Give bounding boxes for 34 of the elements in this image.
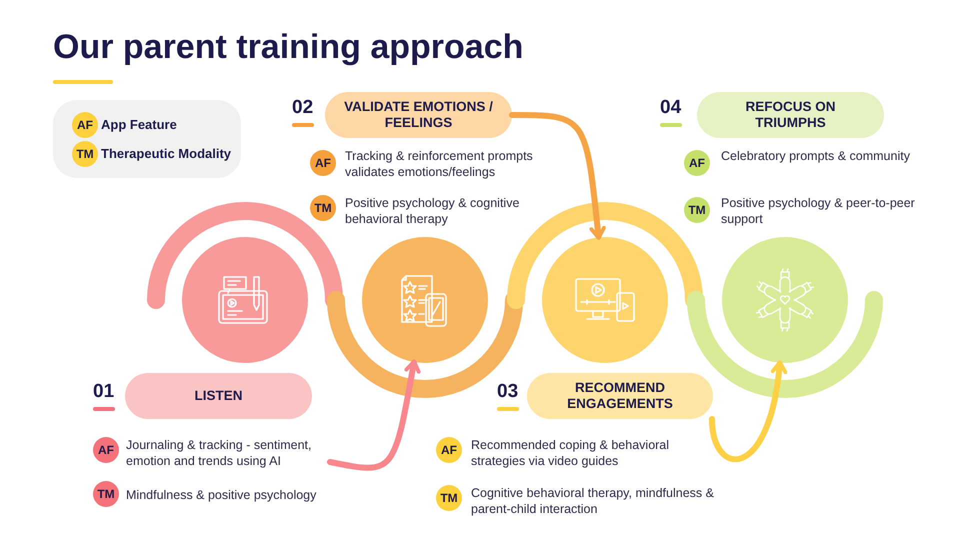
step-pill: [325, 92, 512, 138]
step-number: 04: [660, 97, 682, 119]
step-title: RECOMMEND ENGAGEMENTS: [566, 380, 674, 412]
description-text: Recommended coping & behavioral strategies via video guides: [471, 437, 670, 469]
curved-arrow: [509, 112, 606, 240]
step-number: 02: [292, 97, 314, 119]
category-badge: TM: [684, 197, 710, 223]
category-badge: AF: [310, 150, 336, 176]
step-pill: [697, 92, 884, 138]
category-badge: TM: [93, 481, 119, 507]
category-badge: TM: [436, 485, 462, 511]
category-badge: TM: [310, 195, 336, 221]
description-text: Mindfulness & positive psychology: [126, 487, 318, 503]
step-title: REFOCUS ON TRIUMPHS: [744, 99, 836, 131]
step-pill: [125, 373, 312, 419]
category-badge: AF: [436, 437, 462, 463]
legend-text: Therapeutic Modality: [101, 146, 232, 161]
step-number: 03: [497, 381, 518, 403]
step-title: VALIDATE EMOTIONS / FEELINGS: [344, 99, 494, 131]
description-text: Journaling & tracking - sentiment, emotion and trends using AI: [126, 437, 313, 469]
curved-arrow: [709, 360, 788, 462]
description-text: Cognitive behavioral therapy, mindfulness & parent-child interaction: [471, 485, 715, 517]
description-text: Positive psychology & cognitive behavioral therapy: [345, 195, 520, 227]
description-text: Celebratory prompts & community: [721, 148, 911, 164]
description-text: Tracking & reinforcement prompts validates emotions/feelings: [345, 148, 534, 180]
category-badge: AF: [93, 437, 119, 463]
step-title: LISTEN: [194, 388, 242, 404]
curved-arrow: [327, 360, 421, 471]
category-badge: AF: [684, 150, 710, 176]
step-pill: [527, 373, 713, 419]
legend-text: App Feature: [101, 117, 177, 132]
step-number: 01: [93, 381, 114, 403]
title: Our parent training approach: [53, 28, 524, 67]
description-text: Positive psychology & peer-to-peer support: [721, 195, 916, 227]
